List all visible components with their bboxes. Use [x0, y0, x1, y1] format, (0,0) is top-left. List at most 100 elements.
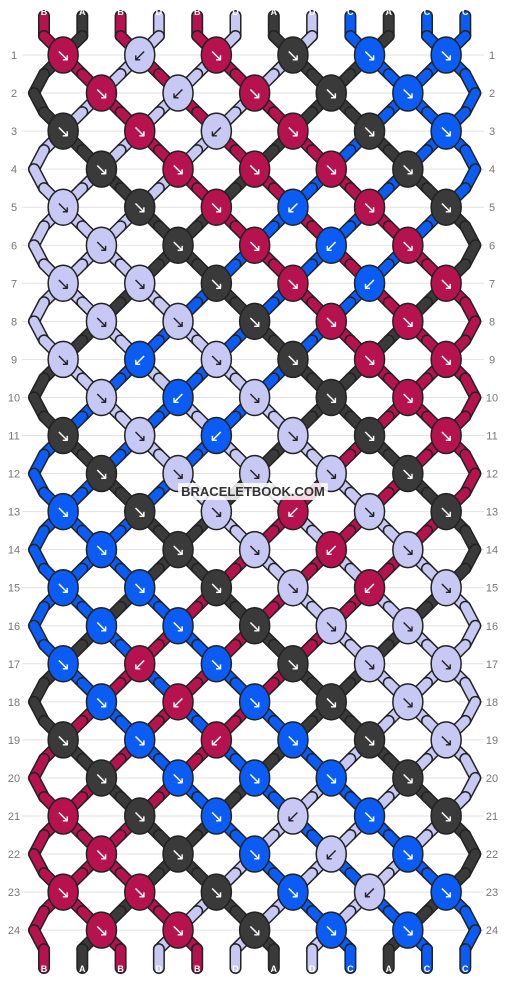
knot[interactable]: ↘ — [200, 340, 233, 379]
knot[interactable]: ↘ — [392, 302, 424, 341]
knot[interactable]: ↘ — [315, 911, 347, 949]
knot[interactable]: ↘ — [238, 226, 271, 264]
knot[interactable]: ↘ — [47, 264, 79, 303]
knot[interactable]: ↘ — [430, 188, 462, 226]
knot[interactable]: ↙ — [353, 873, 386, 911]
knot[interactable]: ↙ — [124, 340, 156, 379]
knot[interactable]: ↘ — [162, 607, 194, 645]
knot[interactable]: ↘ — [200, 645, 233, 683]
knot[interactable]: ↘ — [353, 340, 386, 379]
knot[interactable]: ↘ — [124, 112, 156, 150]
knot[interactable]: ↘ — [162, 454, 194, 493]
knot[interactable]: ↘ — [47, 721, 79, 759]
knot[interactable]: ↙ — [200, 721, 233, 759]
knot[interactable]: ↘ — [85, 607, 118, 645]
knot[interactable]: ↘ — [353, 36, 386, 74]
knot[interactable]: ↘ — [162, 530, 194, 569]
knot[interactable]: ↙ — [353, 264, 386, 303]
knot[interactable]: ↘ — [85, 759, 118, 797]
knot[interactable]: ↘ — [430, 340, 462, 379]
knot[interactable]: ↘ — [392, 911, 424, 949]
knot[interactable]: ↘ — [200, 188, 233, 226]
knot[interactable]: ↘ — [315, 150, 347, 188]
knot[interactable]: ↘ — [47, 112, 79, 150]
knot[interactable]: ↘ — [277, 873, 309, 911]
knot[interactable]: ↘ — [430, 264, 462, 303]
knot[interactable]: ↘ — [392, 226, 424, 264]
knot[interactable]: ↘ — [200, 264, 233, 303]
knot[interactable]: ↘ — [124, 568, 156, 607]
knot[interactable]: ↘ — [85, 378, 118, 417]
knot[interactable]: ↘ — [277, 112, 309, 150]
knot[interactable]: ↘ — [85, 150, 118, 188]
knot[interactable]: ↘ — [430, 492, 462, 531]
knot[interactable]: ↘ — [392, 150, 424, 188]
knot[interactable]: ↘ — [392, 454, 424, 493]
knot[interactable]: ↘ — [315, 454, 347, 493]
knot[interactable]: ↘ — [47, 873, 79, 911]
knot[interactable]: ↘ — [392, 835, 424, 873]
knot[interactable]: ↘ — [353, 416, 386, 455]
knot[interactable]: ↙ — [315, 835, 347, 873]
knot[interactable]: ↘ — [353, 188, 386, 226]
knot[interactable]: ↘ — [353, 112, 386, 150]
knot[interactable]: ↘ — [47, 340, 79, 379]
knot[interactable]: ↙ — [277, 797, 309, 835]
knot[interactable]: ↘ — [162, 226, 194, 264]
knot[interactable]: ↘ — [238, 759, 271, 797]
knot[interactable]: ↘ — [162, 911, 194, 949]
knot[interactable]: ↘ — [124, 188, 156, 226]
knot[interactable]: ↘ — [238, 607, 271, 645]
knot[interactable]: ↘ — [277, 36, 309, 74]
knot[interactable]: ↘ — [85, 530, 118, 569]
knot[interactable]: ↘ — [200, 873, 233, 911]
knot[interactable]: ↙ — [124, 645, 156, 683]
knot[interactable]: ↘ — [277, 416, 309, 455]
knot[interactable]: ↘ — [315, 683, 347, 721]
knot[interactable]: ↘ — [315, 378, 347, 417]
knot[interactable]: ↘ — [47, 36, 79, 74]
knot[interactable]: ↘ — [392, 759, 424, 797]
knot[interactable]: ↘ — [162, 302, 194, 341]
knot[interactable]: ↙ — [315, 226, 347, 264]
knot[interactable]: ↘ — [85, 835, 118, 873]
knot[interactable]: ↘ — [124, 492, 156, 531]
knot[interactable]: ↘ — [85, 683, 118, 721]
knot[interactable]: ↘ — [124, 797, 156, 835]
knot[interactable]: ↘ — [315, 74, 347, 112]
knot[interactable]: ↘ — [392, 683, 424, 721]
knot[interactable]: ↘ — [47, 797, 79, 835]
knot[interactable]: ↙ — [200, 416, 233, 455]
knot[interactable]: ↙ — [315, 530, 347, 569]
knot[interactable]: ↘ — [430, 797, 462, 835]
knot[interactable]: ↘ — [392, 378, 424, 417]
knot[interactable]: ↘ — [238, 911, 271, 949]
knot[interactable]: ↘ — [162, 150, 194, 188]
knot[interactable]: ↘ — [124, 264, 156, 303]
knot[interactable]: ↘ — [430, 36, 462, 74]
knot[interactable]: ↘ — [353, 492, 386, 531]
knot[interactable]: ↘ — [162, 759, 194, 797]
knot[interactable]: ↘ — [238, 302, 271, 341]
knot[interactable]: ↙ — [162, 683, 194, 721]
knot[interactable]: ↘ — [85, 911, 118, 949]
knot[interactable]: ↘ — [430, 873, 462, 911]
knot[interactable]: ↘ — [238, 530, 271, 569]
knot[interactable]: ↘ — [277, 721, 309, 759]
knot[interactable]: ↘ — [430, 645, 462, 683]
knot[interactable]: ↘ — [315, 759, 347, 797]
knot[interactable]: ↘ — [162, 835, 194, 873]
knot[interactable]: ↘ — [124, 873, 156, 911]
knot[interactable]: ↘ — [200, 797, 233, 835]
knot[interactable]: ↘ — [124, 721, 156, 759]
knot[interactable]: ↙ — [353, 568, 386, 607]
knot[interactable]: ↘ — [85, 302, 118, 341]
knot[interactable]: ↘ — [47, 188, 79, 226]
knot[interactable]: ↘ — [315, 302, 347, 341]
knot[interactable]: ↘ — [47, 568, 79, 607]
knot[interactable]: ↘ — [238, 683, 271, 721]
knot[interactable]: ↘ — [277, 568, 309, 607]
knot[interactable]: ↘ — [238, 835, 271, 873]
knot[interactable]: ↘ — [85, 74, 118, 112]
knot[interactable]: ↘ — [353, 645, 386, 683]
